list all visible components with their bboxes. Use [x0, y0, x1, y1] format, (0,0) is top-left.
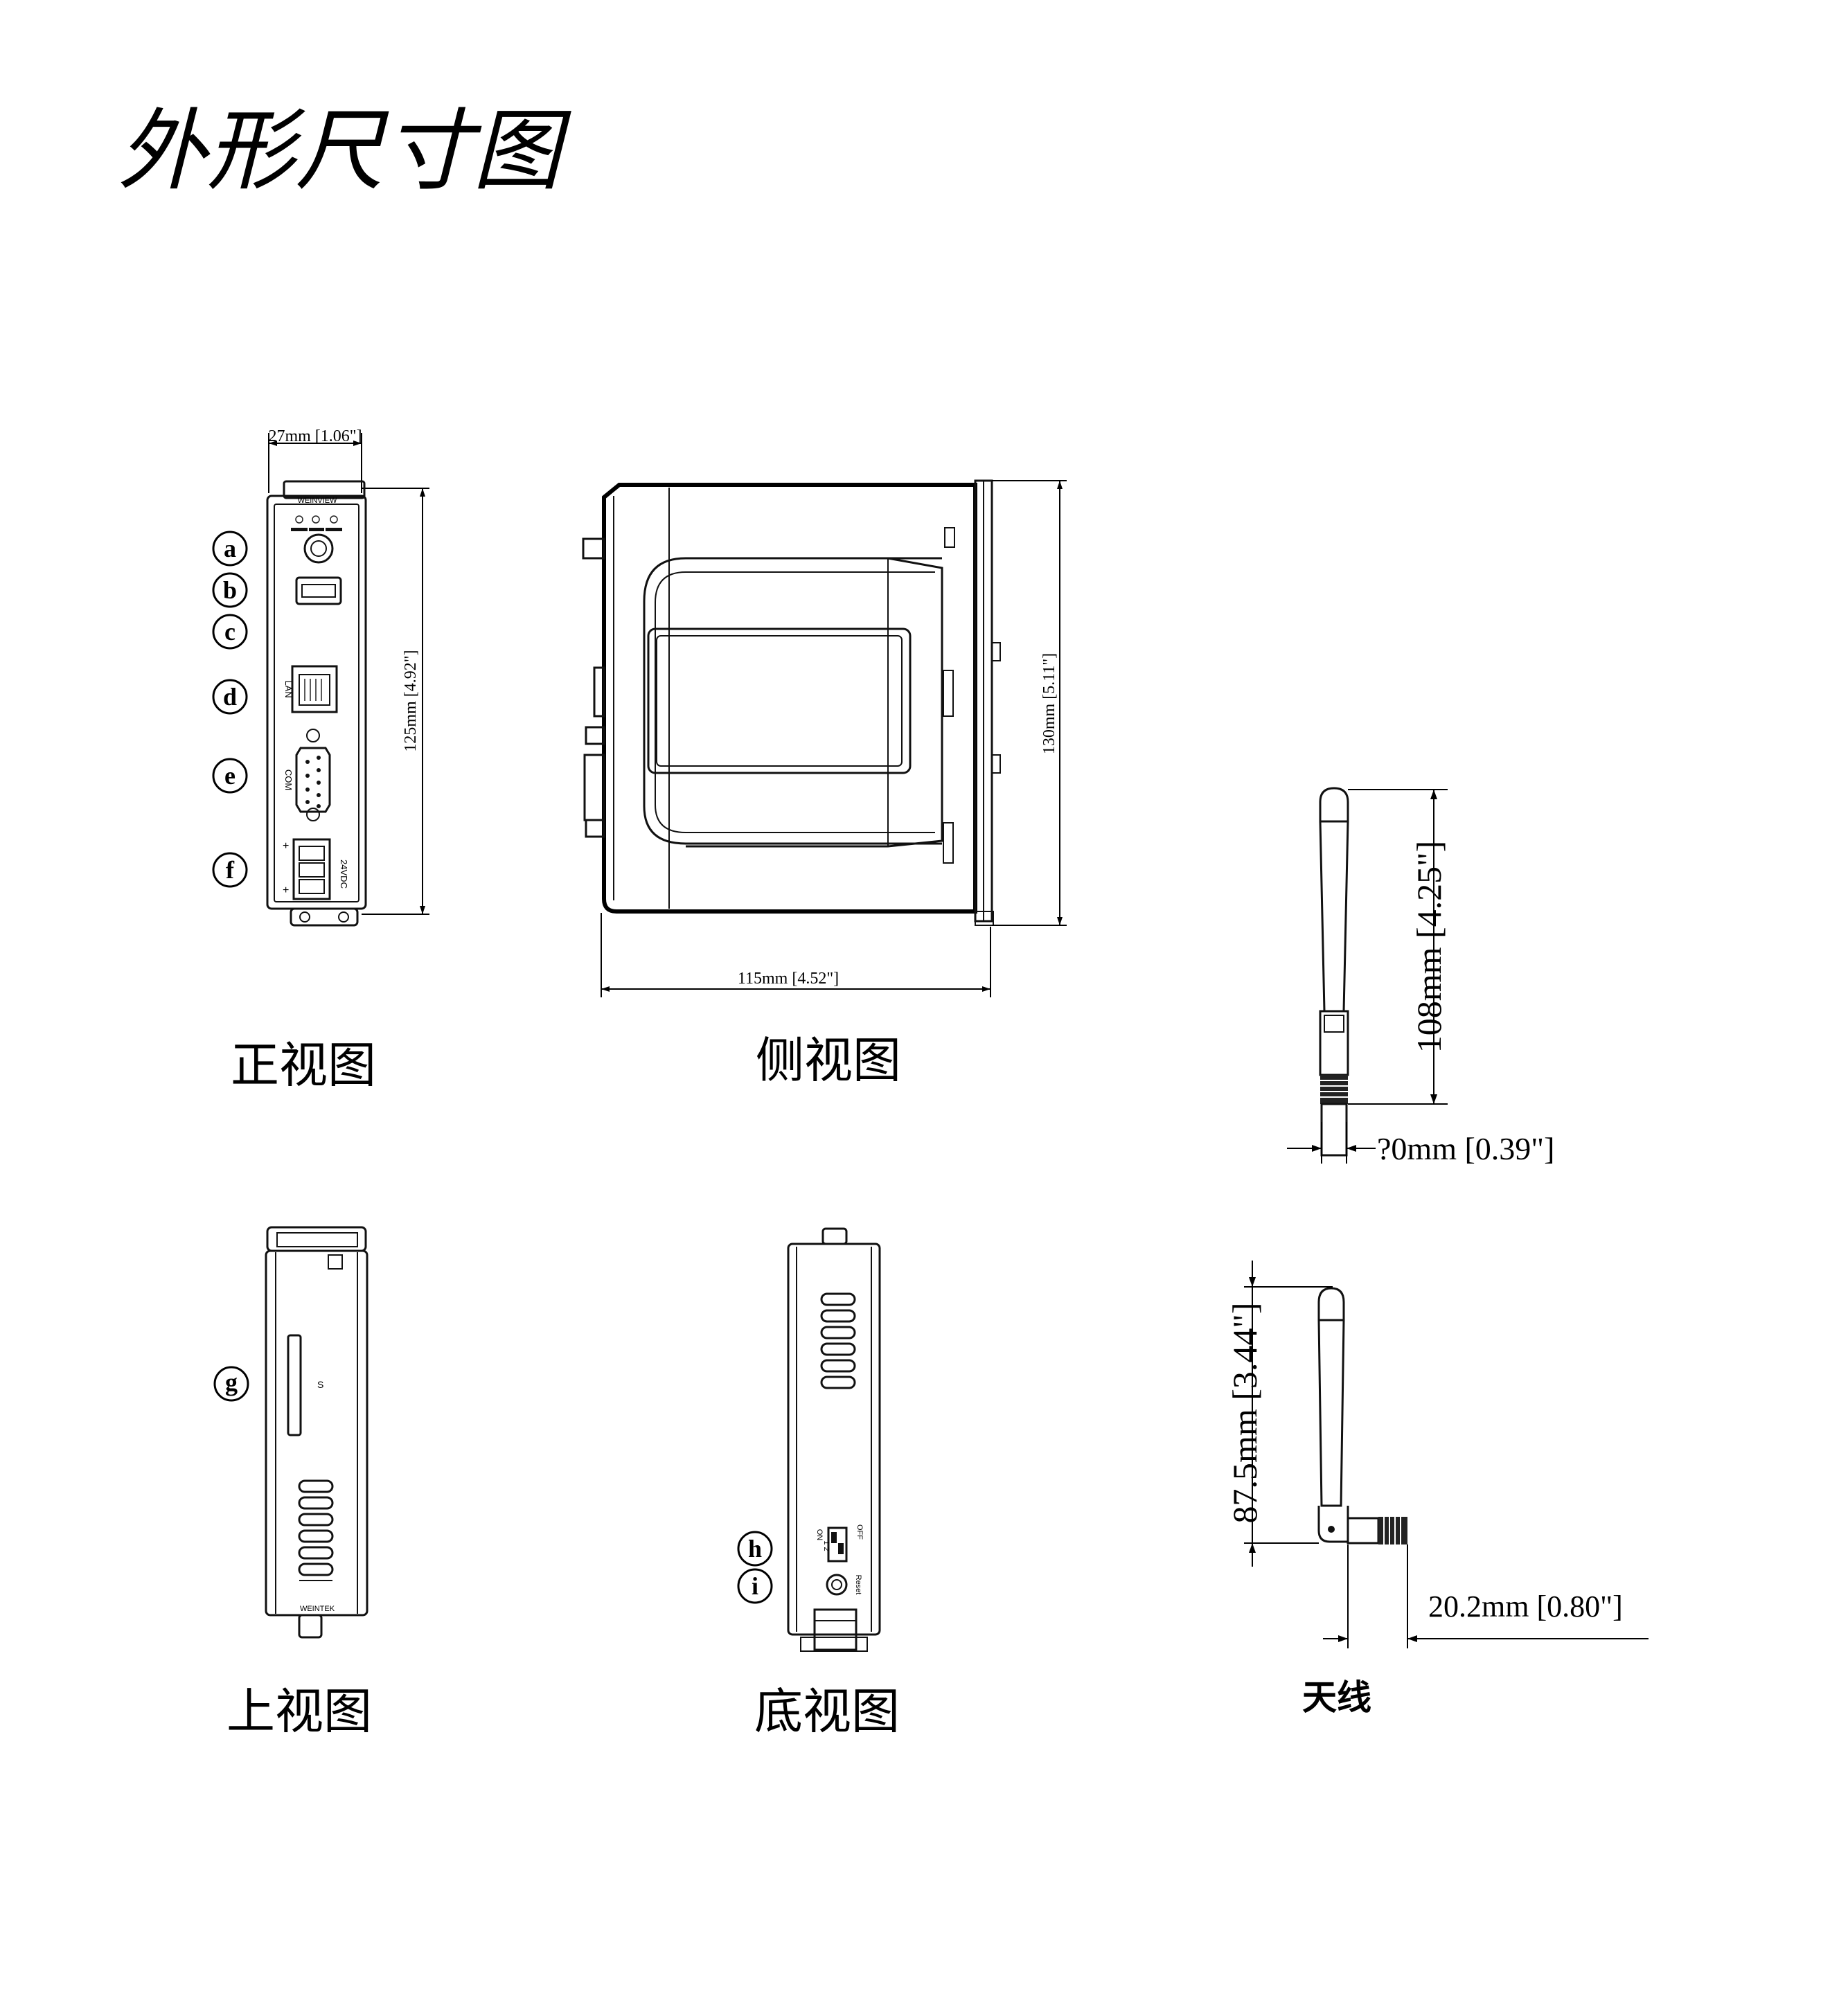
page-title: 外形尺寸图 [118, 100, 571, 203]
com-label: COM [283, 769, 294, 790]
antenna-bent: 87.5mm [3.44"] 20.2mm [0.80"] [1225, 1261, 1649, 1648]
svg-text:f: f [226, 856, 235, 884]
marker-i: i [737, 1568, 773, 1604]
marker-e: e [212, 758, 248, 794]
marker-f: f [212, 852, 248, 888]
bottom-view-caption: 底视图 [754, 1683, 900, 1740]
front-view: 27mm [1.06"] 125mm [4.92"] WEINVIEW [266, 427, 429, 927]
top-view: S WEINTEK [265, 1226, 368, 1639]
antenna-diameter-dimension: ?0mm [0.39"] [1377, 1131, 1554, 1166]
svg-text:i: i [752, 1572, 758, 1600]
antenna-bent-height-dimension: 87.5mm [3.44"] [1225, 1303, 1264, 1524]
svg-text:d: d [223, 683, 237, 711]
antenna-caption: 天线 [1302, 1677, 1371, 1718]
marker-a: a [212, 531, 248, 567]
front-brand-label: WEINVIEW [298, 497, 337, 505]
power-label: 24VDC [339, 860, 349, 889]
sd-icon: S [317, 1379, 323, 1390]
dip-numbers-label: 1 2 [822, 1540, 830, 1551]
front-width-dimension: 27mm [1.06"] [268, 427, 362, 445]
bottom-view: ON 1 2 OFF Reset [787, 1227, 881, 1652]
side-height-dimension: 130mm [5.11"] [1040, 653, 1058, 754]
antenna-straight: 108mm [4.25"] ?0mm [0.39"] [1287, 787, 1554, 1166]
marker-b: b [212, 572, 248, 608]
svg-text:e: e [224, 762, 236, 790]
svg-text:c: c [224, 618, 236, 646]
power-minus-label: + [283, 884, 289, 896]
side-view: 130mm [5.11"] 115mm [4.52"] [582, 479, 1067, 997]
svg-text:h: h [748, 1535, 762, 1563]
front-height-dimension: 125mm [4.92"] [402, 650, 420, 751]
dip-on-label: ON [815, 1529, 824, 1541]
antenna-height-dimension: 108mm [4.25"] [1410, 841, 1448, 1053]
reset-label: Reset [854, 1575, 862, 1595]
marker-c: c [212, 614, 248, 650]
marker-g: g [213, 1366, 249, 1402]
svg-text:a: a [224, 535, 236, 562]
top-brand-label: WEINTEK [300, 1605, 335, 1613]
marker-h: h [737, 1531, 773, 1567]
side-view-caption: 侧视图 [756, 1032, 901, 1089]
top-view-caption: 上视图 [226, 1683, 372, 1740]
marker-d: d [212, 679, 248, 715]
front-view-caption: 正视图 [231, 1037, 376, 1094]
lan-label: LAN [283, 680, 294, 697]
side-width-dimension: 115mm [4.52"] [738, 970, 839, 988]
svg-text:b: b [223, 576, 237, 604]
svg-text:g: g [225, 1369, 238, 1396]
power-plus-label: + [283, 840, 289, 852]
dip-off-label: OFF [855, 1524, 864, 1540]
antenna-bent-offset-dimension: 20.2mm [0.80"] [1428, 1590, 1623, 1623]
